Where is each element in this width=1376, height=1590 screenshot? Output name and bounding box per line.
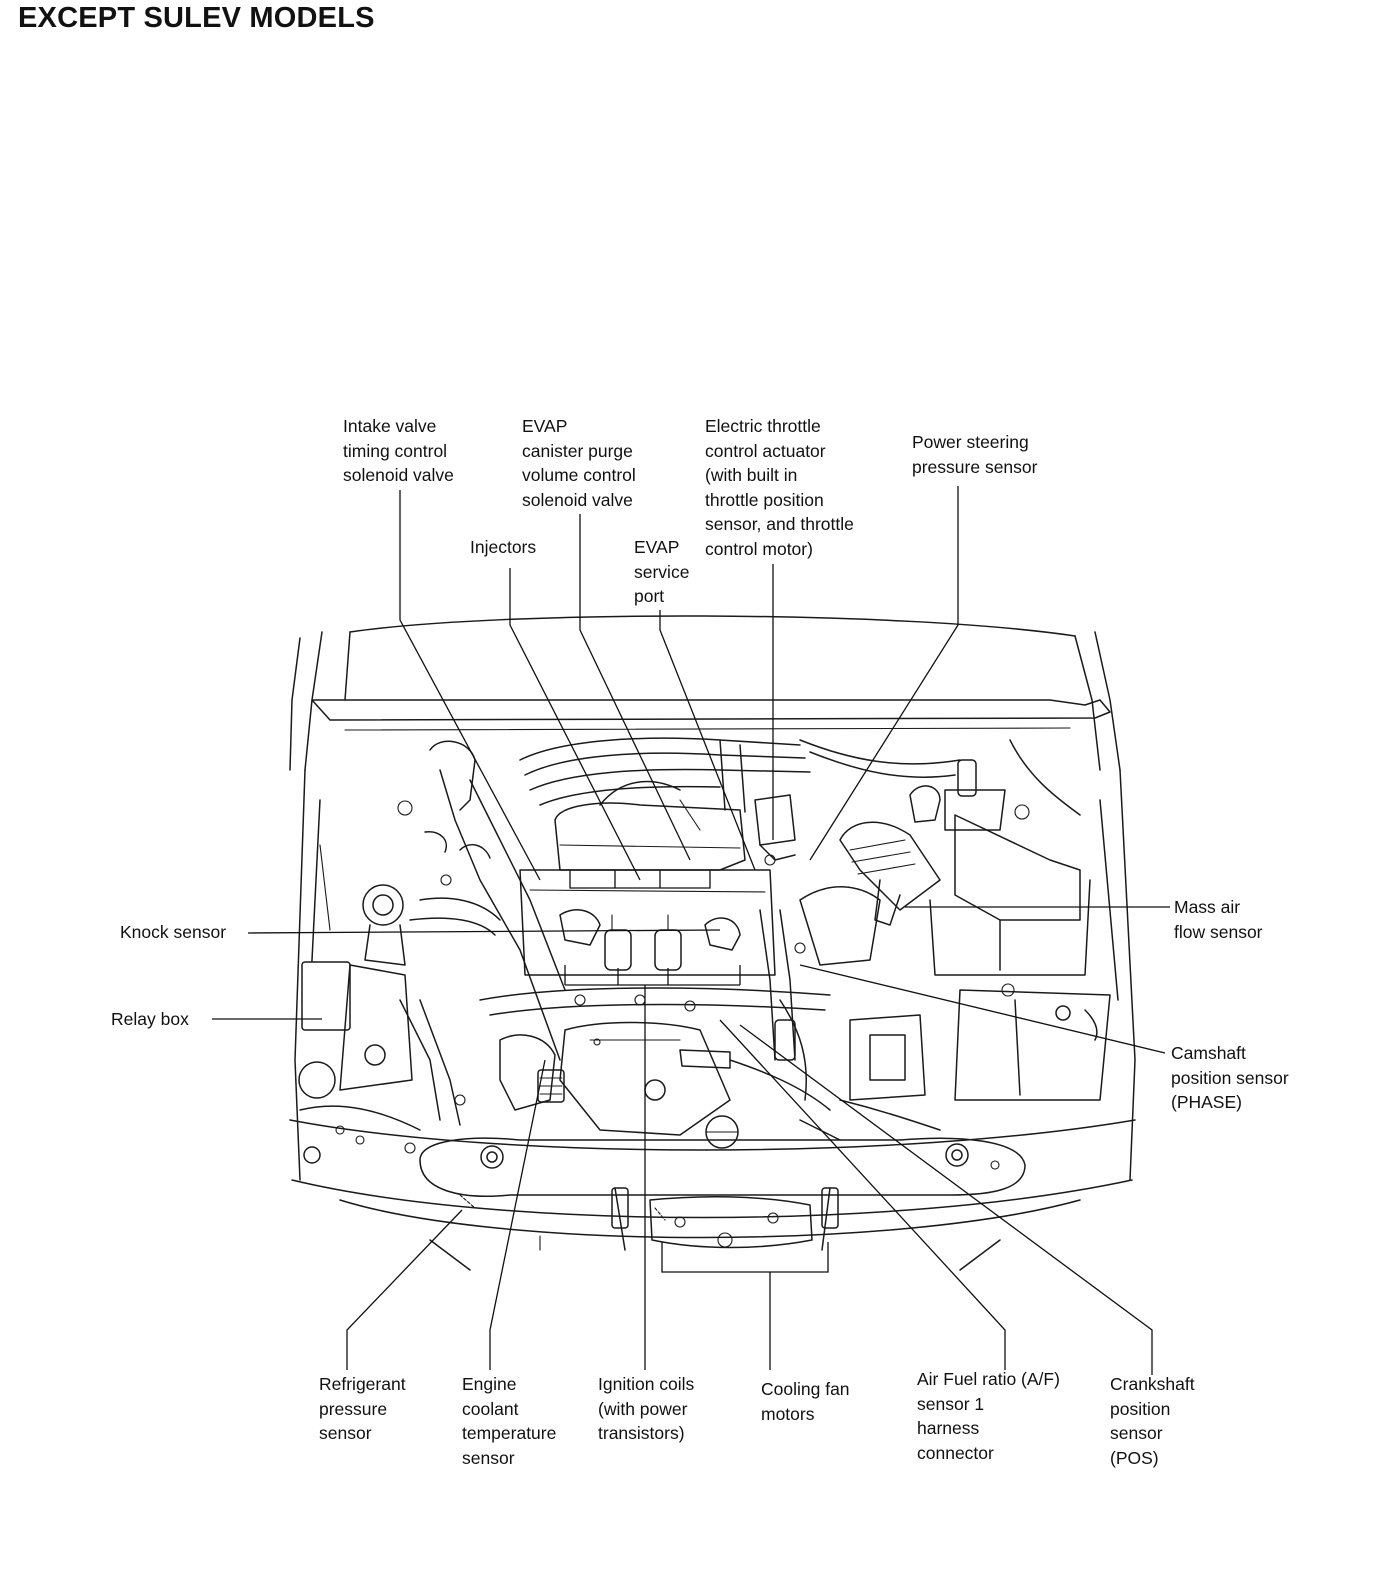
label-evap-canister-purge-valve: EVAP canister purge volume control solen… bbox=[522, 416, 636, 510]
leader-crankshaft bbox=[739, 1024, 1153, 1375]
label-camshaft-position-sensor: Camshaft position sensor (PHASE) bbox=[1171, 1043, 1289, 1113]
label-intake-valve-timing-solenoid: Intake valve timing control solenoid val… bbox=[343, 416, 454, 486]
leader-refrigerant bbox=[346, 1209, 463, 1370]
page-title: EXCEPT SULEV MODELS bbox=[18, 2, 375, 34]
leader-coolant bbox=[489, 1059, 546, 1370]
label-refrigerant-pressure-sensor: Refrigerant pressure sensor bbox=[319, 1374, 406, 1444]
injector-bracket bbox=[569, 870, 711, 889]
right-components bbox=[799, 739, 1111, 1101]
label-power-steering-sensor: Power steering pressure sensor bbox=[912, 432, 1038, 477]
label-ignition-coils: Ignition coils (with power transistors) bbox=[598, 1374, 695, 1444]
label-af-sensor-harness: Air Fuel ratio (A/F) sensor 1 harness co… bbox=[917, 1369, 1060, 1463]
leader-power-steering bbox=[809, 486, 959, 861]
leader-injectors bbox=[509, 568, 641, 881]
leader-lines bbox=[212, 486, 1170, 1375]
leader-knock bbox=[247, 929, 721, 934]
label-knock-sensor: Knock sensor bbox=[120, 922, 227, 942]
leader-evap-purge bbox=[579, 514, 691, 861]
radiator-support bbox=[419, 1115, 1026, 1251]
label-mass-air-flow-sensor: Mass air flow sensor bbox=[1174, 897, 1263, 942]
label-evap-service-port: EVAP service port bbox=[634, 537, 690, 607]
engine-block bbox=[409, 737, 941, 1141]
label-injectors: Injectors bbox=[470, 537, 537, 557]
label-electric-throttle-actuator: Electric throttle control actuator (with… bbox=[705, 416, 854, 559]
leader-af bbox=[719, 1019, 1006, 1370]
leader-evap-service bbox=[659, 610, 756, 871]
engine-bay-outline bbox=[289, 615, 1136, 1271]
leader-camshaft bbox=[799, 964, 1166, 1054]
leader-intake-valve bbox=[399, 490, 541, 881]
label-cooling-fan-motors: Cooling fan motors bbox=[761, 1379, 850, 1424]
label-crankshaft-position-sensor: Crankshaft position sensor (POS) bbox=[1110, 1374, 1195, 1468]
label-relay-box: Relay box bbox=[111, 1009, 189, 1029]
ignition-coil-row bbox=[559, 909, 741, 971]
fan-bracket bbox=[661, 1242, 829, 1273]
label-engine-coolant-temp-sensor: Engine coolant temperature sensor bbox=[462, 1374, 557, 1468]
left-components bbox=[298, 740, 566, 1164]
